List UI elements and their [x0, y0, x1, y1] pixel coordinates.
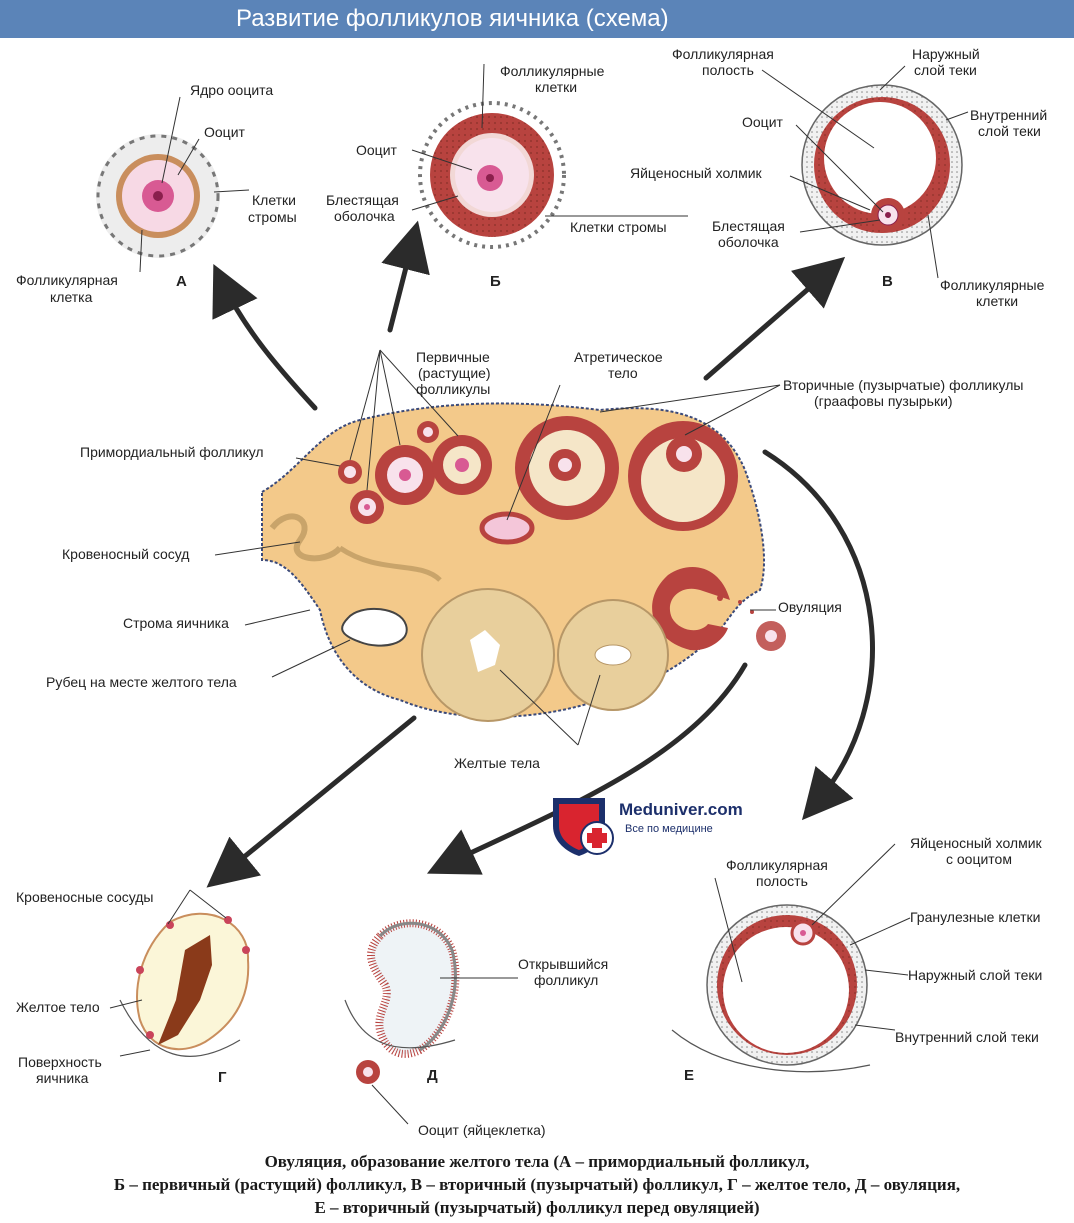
- label-atretic-2: тело: [608, 365, 638, 381]
- label-zona-b-1: Блестящая: [326, 192, 399, 208]
- panel-letter-g: Г: [218, 1069, 227, 1086]
- panel-letter-e: Е: [684, 1067, 694, 1084]
- label-inner-theca-e: Внутренний слой теки: [895, 1029, 1039, 1045]
- label-granulosa: Гранулезные клетки: [910, 909, 1040, 925]
- label-primary-follicles-1: Первичные: [416, 349, 490, 365]
- label-primordial-follicle: Примордиальный фолликул: [80, 444, 264, 460]
- label-oocyte-a: Ооцит: [204, 124, 246, 140]
- label-oocyte-nucleus: Ядро ооцита: [190, 82, 273, 98]
- label-corpus-scar: Рубец на месте желтого тела: [46, 674, 237, 690]
- label-corpus-luteum: Желтое тело: [16, 999, 100, 1015]
- label-inner-theca-c-2: слой теки: [978, 123, 1041, 139]
- panel-c-secondary-follicle: Фолликулярная полость Наружный слой теки…: [630, 46, 1047, 309]
- label-corpora-lutea: Желтые тела: [454, 755, 540, 771]
- label-stroma-b: Клетки стромы: [570, 219, 667, 235]
- label-follicular-cell-1: Фолликулярная: [16, 272, 118, 288]
- label-zona-c-2: оболочка: [718, 234, 779, 250]
- panel-a-primordial-follicle: Ядро ооцита Ооцит Клетки стромы Фолликул…: [16, 82, 297, 305]
- label-cumulus-c: Яйценосный холмик: [630, 165, 763, 181]
- label-outer-theca-c-1: Наружный: [912, 46, 980, 62]
- label-cavity-c-1: Фолликулярная: [672, 46, 774, 62]
- follicle-diagram: Ядро ооцита Ооцит Клетки стромы Фолликул…: [16, 46, 1047, 1138]
- label-oocyte-b: Ооцит: [356, 142, 398, 158]
- label-blood-vessels-g: Кровеносные сосуды: [16, 889, 154, 905]
- panel-b-primary-follicle: Фолликулярные клетки Ооцит Блестящая обо…: [326, 63, 688, 290]
- panel-letter-b: Б: [490, 273, 501, 290]
- label-cumulus-e-2: с ооцитом: [946, 851, 1012, 867]
- caption-line-1: Овуляция, образование желтого тела (А – …: [264, 1152, 810, 1171]
- caption-line-3: Е – вторичный (пузырчатый) фолликул пере…: [314, 1198, 760, 1217]
- panel-g-corpus-luteum: Кровеносные сосуды Желтое тело Поверхнос…: [16, 889, 250, 1086]
- panel-e-preovulatory-follicle: Яйценосный холмик с ооцитом Фолликулярна…: [671, 835, 1043, 1084]
- label-follicular-cell-2: клетка: [50, 289, 93, 305]
- label-primary-follicles-2: (растущие): [418, 365, 491, 381]
- label-secondary-follicles-2: (граафовы пузырьки): [814, 393, 953, 409]
- page-title: Развитие фолликулов яичника (схема): [0, 0, 1074, 38]
- label-oocyte-egg: Ооцит (яйцеклетка): [418, 1122, 546, 1138]
- label-outer-theca-e: Наружный слой теки: [908, 967, 1042, 983]
- label-inner-theca-c-1: Внутренний: [970, 107, 1047, 123]
- brand-tagline: Все по медицине: [625, 823, 713, 835]
- label-oocyte-c: Ооцит: [742, 114, 784, 130]
- panel-letter-c: В: [882, 273, 893, 290]
- label-atretic-1: Атретическое: [574, 349, 663, 365]
- panel-letter-d: Д: [427, 1067, 438, 1084]
- label-secondary-follicles-1: Вторичные (пузырчатые) фолликулы: [783, 377, 1023, 393]
- label-cavity-c-2: полость: [702, 62, 754, 78]
- label-ovulation: Овуляция: [778, 599, 842, 615]
- label-cavity-e-2: полость: [756, 873, 808, 889]
- shield-cross-icon: [553, 798, 614, 856]
- label-ovary-surface-2: яичника: [36, 1070, 89, 1086]
- label-follicular-cells-b-1: Фолликулярные: [500, 63, 605, 79]
- label-stroma-a-2: стромы: [248, 209, 297, 225]
- development-arrows: [206, 220, 875, 888]
- panel-d-ovulation: Открывшийся фолликул Ооцит (яйцеклетка) …: [344, 919, 608, 1138]
- label-zona-c-1: Блестящая: [712, 218, 785, 234]
- caption-line-2: Б – первичный (растущий) фолликул, В – в…: [113, 1175, 961, 1194]
- meduniver-logo: Meduniver.com Все по медицине: [547, 790, 767, 860]
- label-opened-follicle-1: Открывшийся: [518, 956, 608, 972]
- ovary-section: Первичные (растущие) фолликулы Атретичес…: [46, 349, 1023, 771]
- label-cumulus-e-1: Яйценосный холмик: [910, 835, 1043, 851]
- label-outer-theca-c-2: слой теки: [914, 62, 977, 78]
- label-ovary-surface-1: Поверхность: [18, 1054, 102, 1070]
- label-follicular-cells-b-2: клетки: [535, 79, 577, 95]
- label-follicular-cells-c-2: клетки: [976, 293, 1018, 309]
- label-cavity-e-1: Фолликулярная: [726, 857, 828, 873]
- label-follicular-cells-c-1: Фолликулярные: [940, 277, 1045, 293]
- brand-name: Meduniver.com: [619, 800, 743, 819]
- label-stroma-a-1: Клетки: [252, 192, 296, 208]
- label-primary-follicles-3: фолликулы: [416, 381, 490, 397]
- label-zona-b-2: оболочка: [334, 208, 395, 224]
- label-blood-vessel: Кровеносный сосуд: [62, 546, 189, 562]
- label-ovary-stroma: Строма яичника: [123, 615, 229, 631]
- panel-letter-a: А: [176, 273, 187, 290]
- label-opened-follicle-2: фолликул: [534, 972, 598, 988]
